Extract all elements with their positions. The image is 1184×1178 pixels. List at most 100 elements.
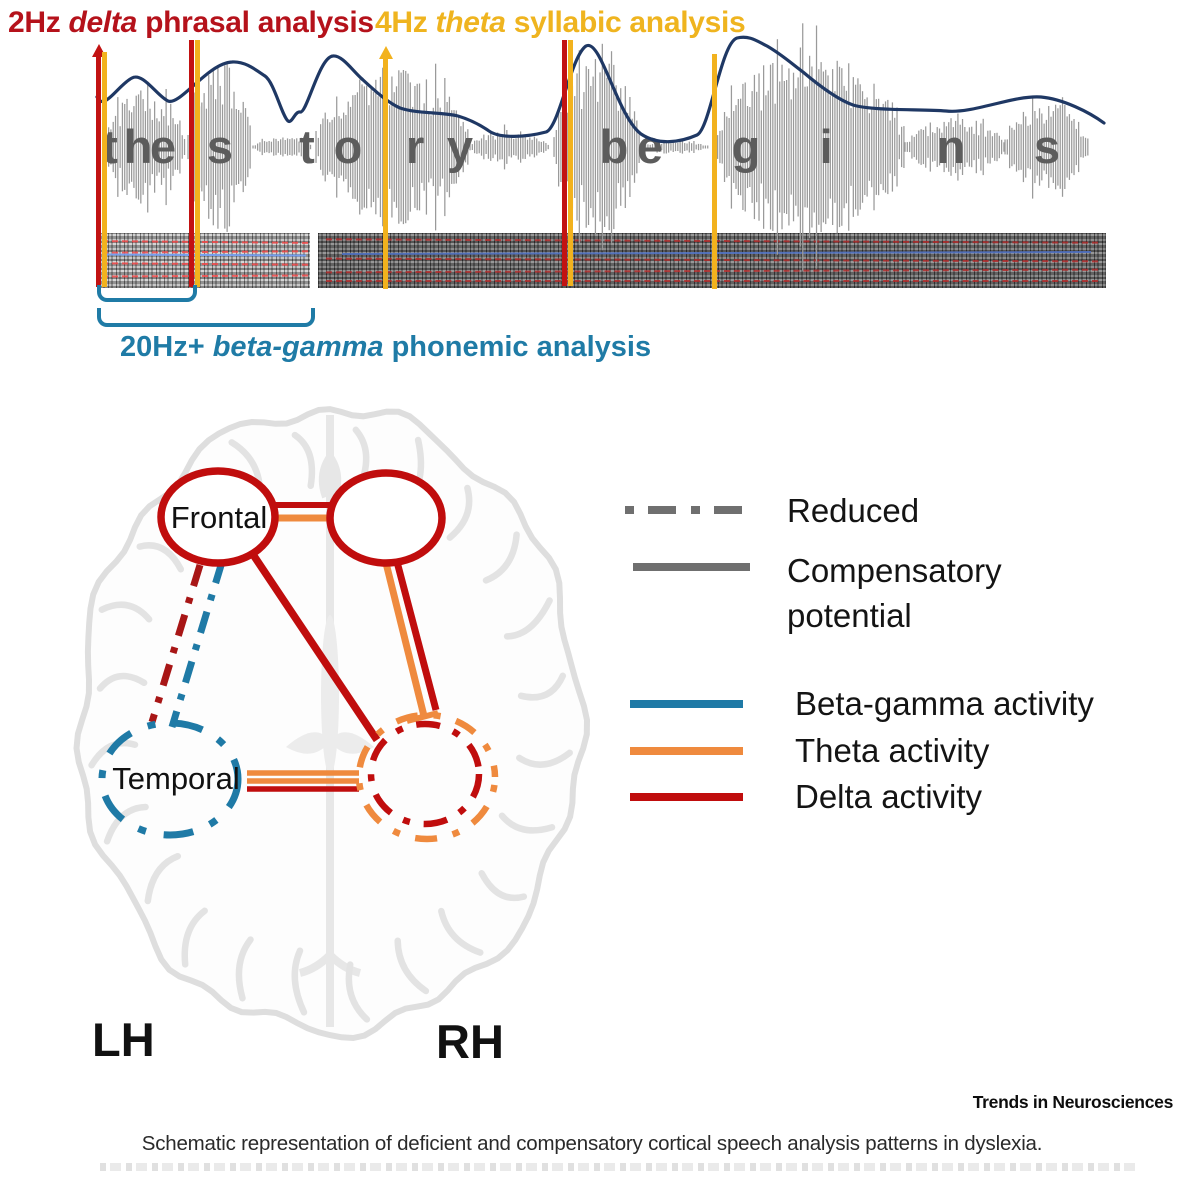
waveform-bar [688,141,690,153]
waveform-bar [329,122,331,172]
waveform-bar [471,144,473,150]
waveform-bar [576,73,578,221]
waveform-bar [1038,108,1041,186]
waveform-bar [1027,125,1029,169]
waveform-bar [437,98,439,196]
waveform-bar [989,130,991,164]
waveform-bar [760,110,762,184]
waveform-bar [432,107,434,187]
waveform-bar [333,117,336,177]
waveform-bar [389,105,391,189]
waveform-bar [212,68,214,226]
waveform-bar [929,122,931,172]
waveform-bar [753,74,756,220]
boundary-marker-line [102,52,107,287]
waveform-bar [242,101,244,193]
waveform-bar [585,66,587,228]
waveform-bar [405,70,407,224]
waveform-bar [423,103,425,191]
waveform-bar [441,115,444,179]
brain-schematic [73,406,591,1042]
waveform-bar [950,118,952,176]
waveform-bar [802,23,804,271]
waveform-bar [686,143,688,151]
waveform-bar [751,91,753,203]
waveform-bar [359,79,361,215]
waveform-bar [531,139,533,155]
waveform-bar [517,134,519,160]
waveform-bar [700,144,702,150]
waveform-bar [882,103,884,191]
waveform-bar [421,111,423,183]
waveform-bar [726,116,728,178]
boundary-marker-line [383,55,388,289]
waveform-bar [352,95,354,199]
waveform-bar [416,83,418,211]
waveform-bar [861,91,864,203]
waveform-bar [1066,116,1068,178]
waveform-bar [508,137,510,157]
waveform-bar [631,118,633,176]
waveform-bar [307,143,309,151]
theta-label-prefix: 4Hz [375,6,436,39]
frontal-node-lh [157,467,279,567]
temporal-region-label: Temporal [112,761,240,796]
waveform-bar [536,138,538,156]
waveform-bar [957,113,959,181]
waveform-bar [1009,125,1011,169]
waveform-bar [733,111,735,183]
waveform-bar [647,144,649,150]
waveform-bar [291,138,293,156]
waveform-bar [205,108,208,186]
marker-arrowhead [378,46,393,59]
betagamma-label-italic: beta-gamma [212,331,384,363]
waveform-bar [217,65,219,229]
waveform-bar [391,76,393,218]
waveform-bar [1078,121,1080,173]
waveform-bar [961,119,964,175]
waveform-bar [829,95,831,199]
waveform-bar [815,25,818,269]
delta-phrasal-label: 2Hz delta phrasal analysis [8,6,374,40]
waveform-bar [857,78,859,216]
waveform-bar [259,142,261,152]
waveform-bar [889,120,891,174]
transcript-letter: s [1034,120,1060,173]
waveform-bar [448,96,451,198]
waveform-bar [252,145,254,149]
waveform-bar [973,133,975,161]
betagamma-phonemic-label: 20Hz+ beta-gamma phonemic analysis [120,331,651,364]
waveform-bar [825,69,827,225]
waveform-bar [114,115,117,179]
waveform-bar [574,96,576,198]
waveform-bar [980,123,982,171]
waveform-bar [144,111,147,183]
waveform-bar [880,109,882,185]
delta-label-suffix: phrasal analysis [137,6,374,39]
waveform-bar [665,140,667,154]
waveform-bar [131,112,133,182]
waveform-bar [627,112,629,182]
waveform-bar [587,69,590,225]
waveform-bar [317,137,319,157]
waveform-bar [758,73,760,221]
waveform-bar [638,131,640,163]
waveform-bar [280,139,282,155]
waveform-bar [663,140,665,154]
waveform-bar [476,140,478,154]
waveform-bar [170,103,172,191]
waveform-bar [774,103,776,191]
waveform-bar [772,63,774,231]
waveform-bar [850,108,852,186]
sulcus-line [438,907,484,956]
waveform-bar [543,141,545,153]
waveform-bar [133,106,135,188]
waveform-bar [158,121,160,173]
waveform-bar [797,77,799,217]
waveform-bar [177,124,179,170]
waveform-bar [412,106,414,188]
waveform-bar [322,118,324,176]
waveform-bar [187,135,189,160]
